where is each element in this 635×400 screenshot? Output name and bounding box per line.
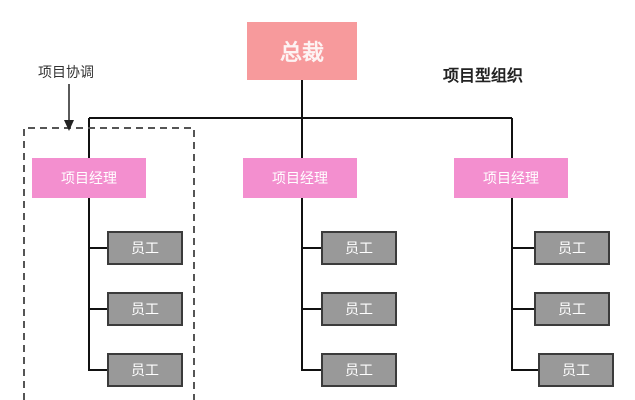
employee-box: 员工 xyxy=(321,292,397,326)
employee-label: 员工 xyxy=(345,363,373,379)
employee-label: 员工 xyxy=(562,363,590,379)
manager-label: 项目经理 xyxy=(272,171,328,187)
employee-label: 员工 xyxy=(131,363,159,379)
manager-label: 项目经理 xyxy=(61,171,117,187)
employee-box: 员工 xyxy=(534,231,610,265)
coordination-arrow-head-icon xyxy=(64,120,74,131)
employee-box: 员工 xyxy=(107,292,183,326)
diagram-title: 项目型组织 xyxy=(443,66,524,85)
employee-box: 员工 xyxy=(321,353,397,387)
employee-box: 员工 xyxy=(107,353,183,387)
ceo-label: 总裁 xyxy=(279,41,324,66)
employee-label: 员工 xyxy=(558,302,586,318)
employee-label: 员工 xyxy=(131,241,159,257)
coordination-label: 项目协调 xyxy=(38,65,94,81)
manager-box-2: 项目经理 xyxy=(243,158,357,198)
ceo-box: 总裁 xyxy=(247,22,357,80)
employee-label: 员工 xyxy=(345,241,373,257)
employee-box: 员工 xyxy=(534,292,610,326)
manager-box-3: 项目经理 xyxy=(454,158,568,198)
employee-box: 员工 xyxy=(107,231,183,265)
manager-box-1: 项目经理 xyxy=(32,158,146,198)
employee-label: 员工 xyxy=(131,302,159,318)
manager-label: 项目经理 xyxy=(483,171,539,187)
employee-box: 员工 xyxy=(538,353,614,387)
employee-label: 员工 xyxy=(558,241,586,257)
employee-box: 员工 xyxy=(321,231,397,265)
coordination-dashed-frame xyxy=(23,127,195,400)
employee-label: 员工 xyxy=(345,302,373,318)
